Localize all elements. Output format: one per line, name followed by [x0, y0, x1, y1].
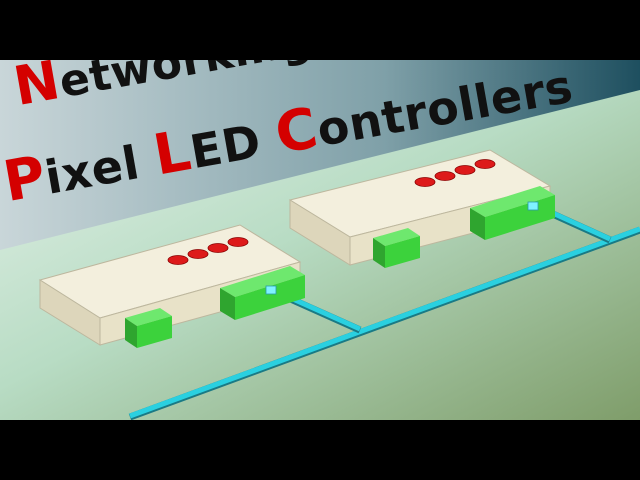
letterbox-top — [0, 0, 640, 60]
letterbox-bottom — [0, 420, 640, 480]
illustration-scene: Networking Pixel LED Controllers — [0, 60, 640, 420]
connector-output-right — [373, 228, 420, 268]
scene-svg — [0, 60, 640, 420]
title-word-led: ED — [186, 110, 282, 180]
connector-output-left — [125, 308, 172, 348]
controller-left — [38, 224, 305, 348]
led-indicator — [474, 159, 496, 169]
led-indicator — [414, 177, 436, 187]
led-indicator — [454, 165, 476, 175]
led-indicator — [207, 243, 229, 253]
connector-network-right — [470, 186, 555, 240]
connector-network-left — [220, 266, 305, 320]
controller-right — [288, 149, 555, 268]
led-indicator — [227, 237, 249, 247]
led-indicator — [167, 255, 189, 265]
led-indicator — [187, 249, 209, 259]
led-indicator — [434, 171, 456, 181]
